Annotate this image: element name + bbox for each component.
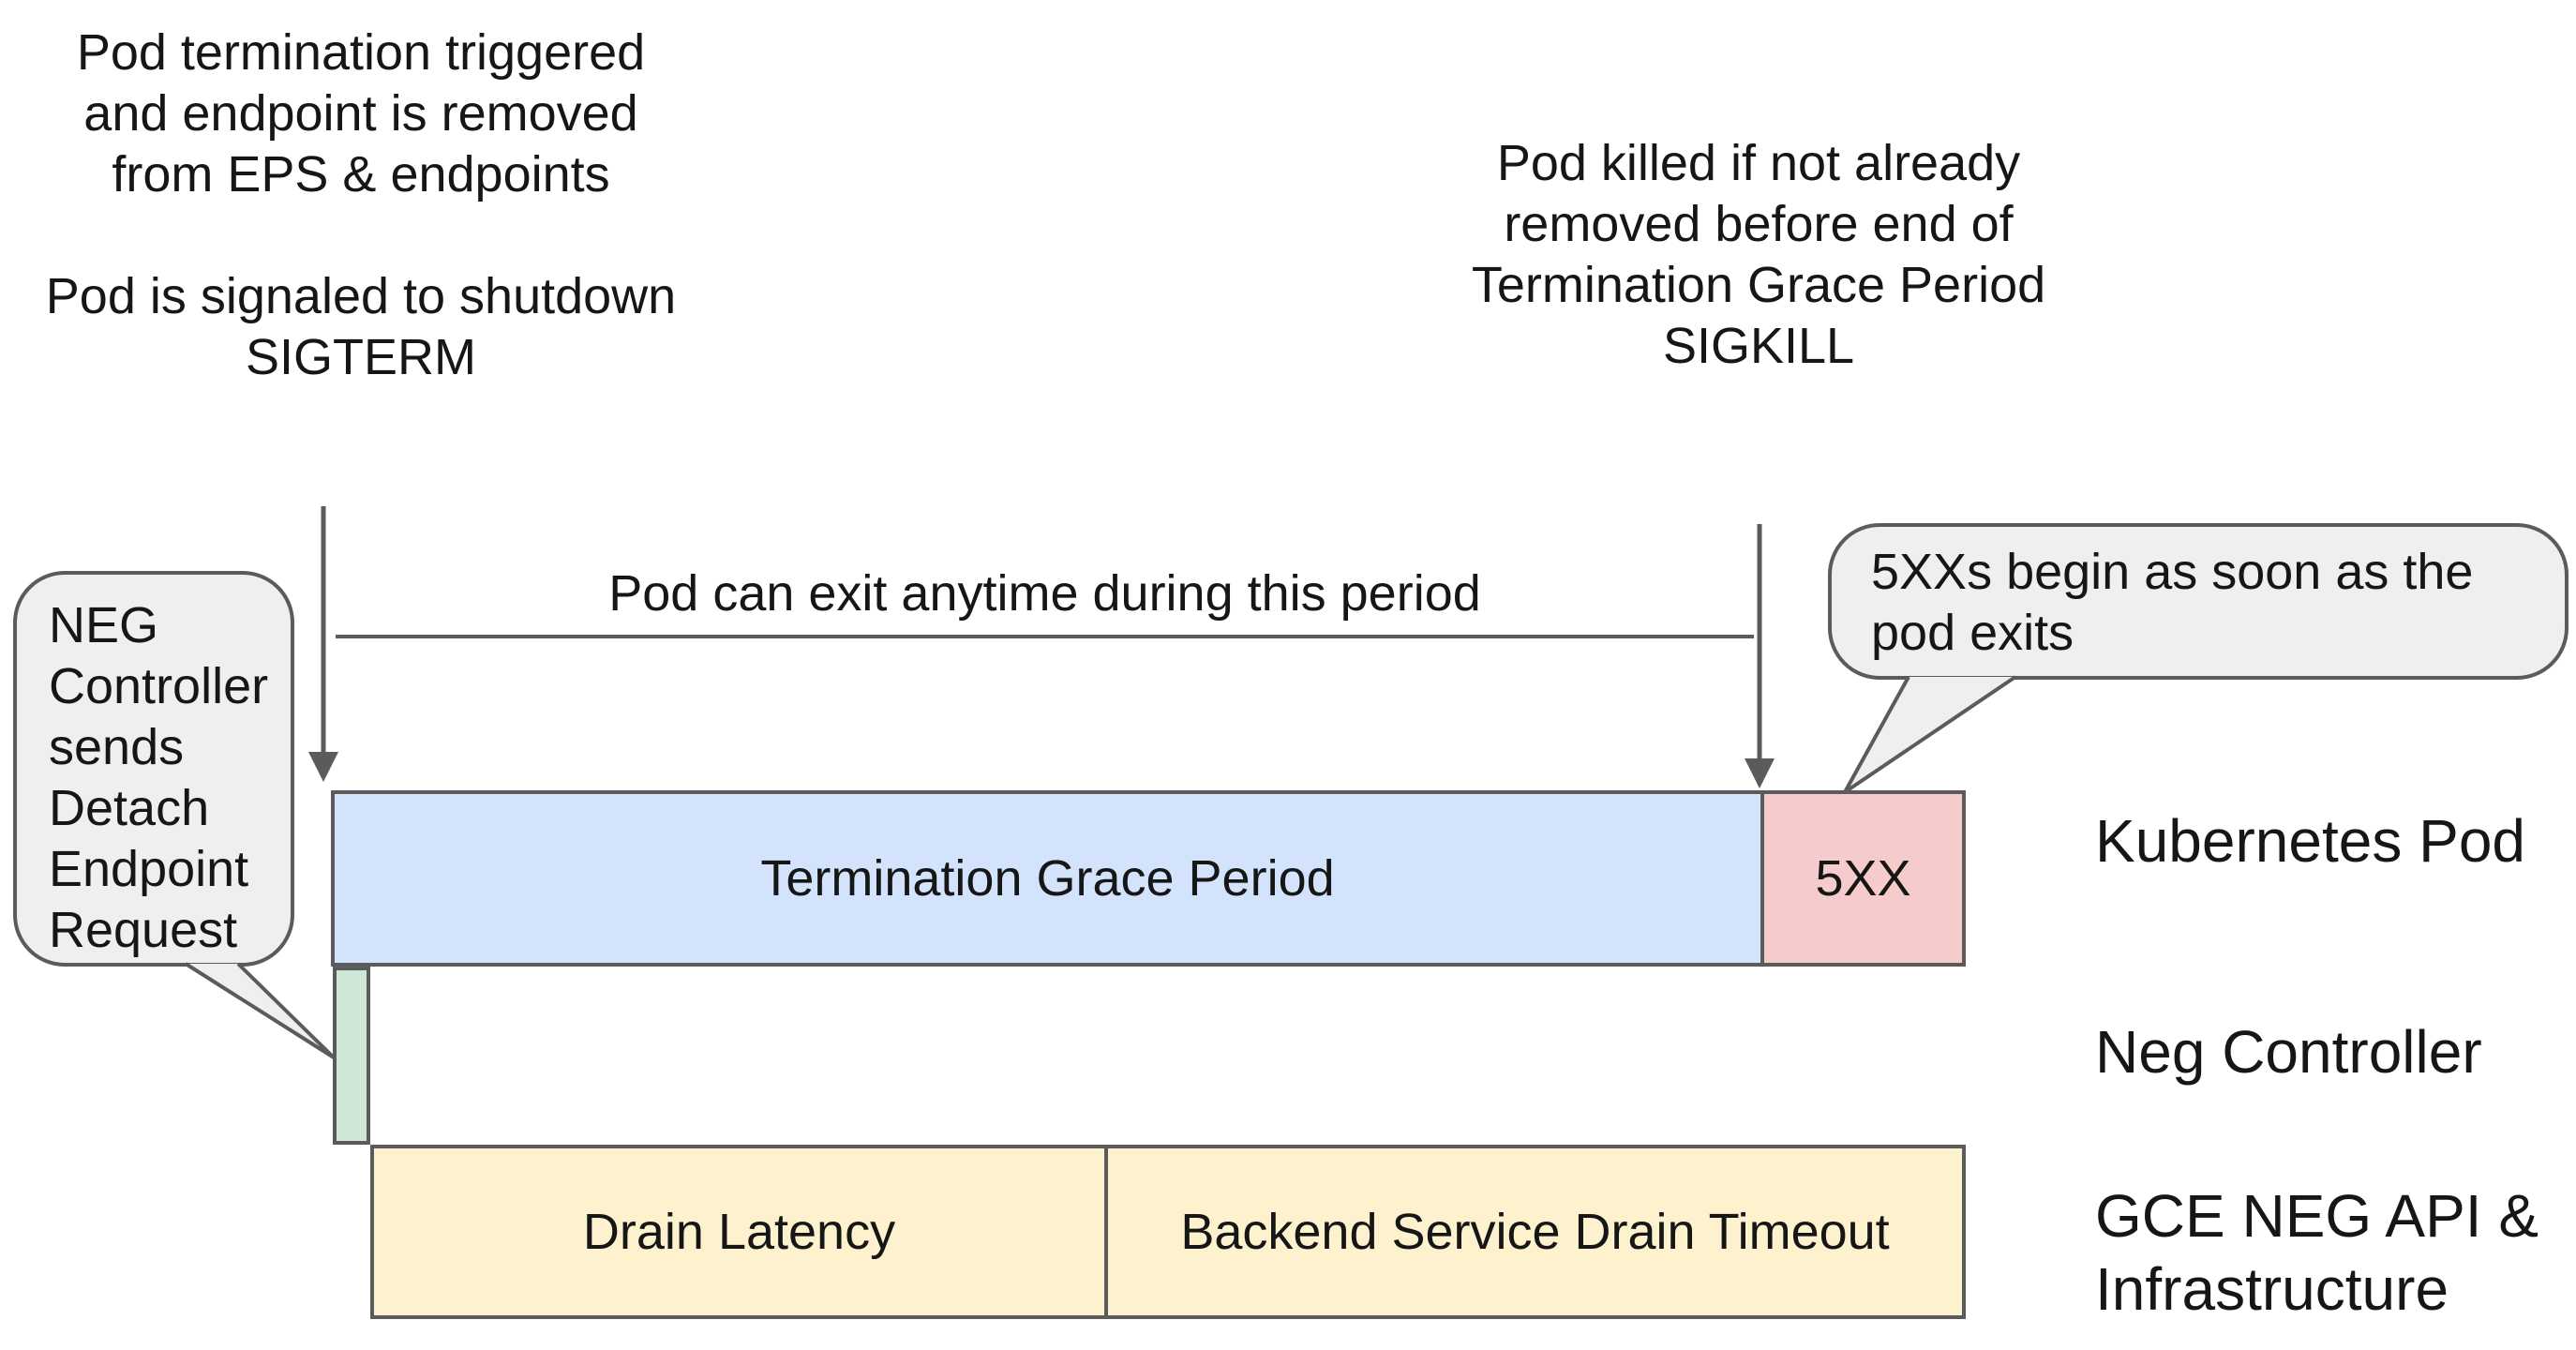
bar-label: Termination Grace Period (760, 850, 1335, 907)
callout-line: Request (49, 902, 238, 958)
callout-neg-controller-detach: NEG Controller sends Detach Endpoint Req… (13, 571, 294, 967)
row-label-neg-controller: Neg Controller (2095, 1018, 2482, 1086)
note-line: Termination Grace Period (1471, 257, 2046, 313)
callout-5xx-begin: 5XXs begin as soon as the pod exits (1828, 523, 2569, 680)
note-line: from EPS & endpoints (112, 146, 610, 202)
callout-line: Endpoint (49, 841, 249, 897)
bar-label: Backend Service Drain Timeout (1180, 1204, 1890, 1260)
note-line: Pod killed if not already (1496, 135, 2021, 191)
row-label-line: GCE NEG API & (2095, 1182, 2539, 1250)
bubble-tail-5xx (1843, 675, 2017, 794)
note-line: removed before end of (1504, 196, 2014, 252)
note-line: SIGTERM (245, 329, 476, 385)
bar-5xx: 5XX (1760, 790, 1966, 967)
note-spacer (28, 205, 694, 266)
note-line: and endpoint is removed (83, 85, 638, 142)
row-label-gce-infrastructure: GCE NEG API & Infrastructure (2095, 1179, 2539, 1326)
note-line: SIGKILL (1662, 318, 1855, 374)
note-line: Pod termination triggered (76, 24, 646, 81)
note-line: Pod is signaled to shutdown (45, 268, 677, 324)
bar-label: 5XX (1815, 850, 1911, 907)
row-label-line: Infrastructure (2095, 1255, 2449, 1323)
bar-gce-drain: Drain Latency Backend Service Drain Time… (370, 1145, 1966, 1319)
callout-line: sends (49, 719, 185, 775)
bar-termination-grace-period: Termination Grace Period (331, 790, 1760, 967)
callout-line: NEG (49, 597, 159, 653)
row-label-kubernetes-pod: Kubernetes Pod (2095, 807, 2525, 875)
arrow-sigterm (308, 506, 338, 782)
exit-period-label: Pod can exit anytime during this period (608, 565, 1481, 622)
note-pod-killed: Pod killed if not already removed before… (1449, 133, 2068, 377)
bar-detach-endpoint (333, 967, 370, 1145)
callout-line: 5XXs begin as soon as the (1871, 544, 2474, 600)
bar-label: Drain Latency (582, 1204, 896, 1260)
bar-backend-drain-timeout: Backend Service Drain Timeout (1108, 1148, 1962, 1315)
note-pod-termination: Pod termination triggered and endpoint i… (28, 22, 694, 388)
callout-line: Detach (49, 780, 210, 836)
callout-line: Controller (49, 658, 269, 714)
bar-drain-latency: Drain Latency (374, 1148, 1108, 1315)
bubble-tail-neg (184, 962, 336, 1059)
callout-line: pod exits (1871, 605, 2074, 661)
